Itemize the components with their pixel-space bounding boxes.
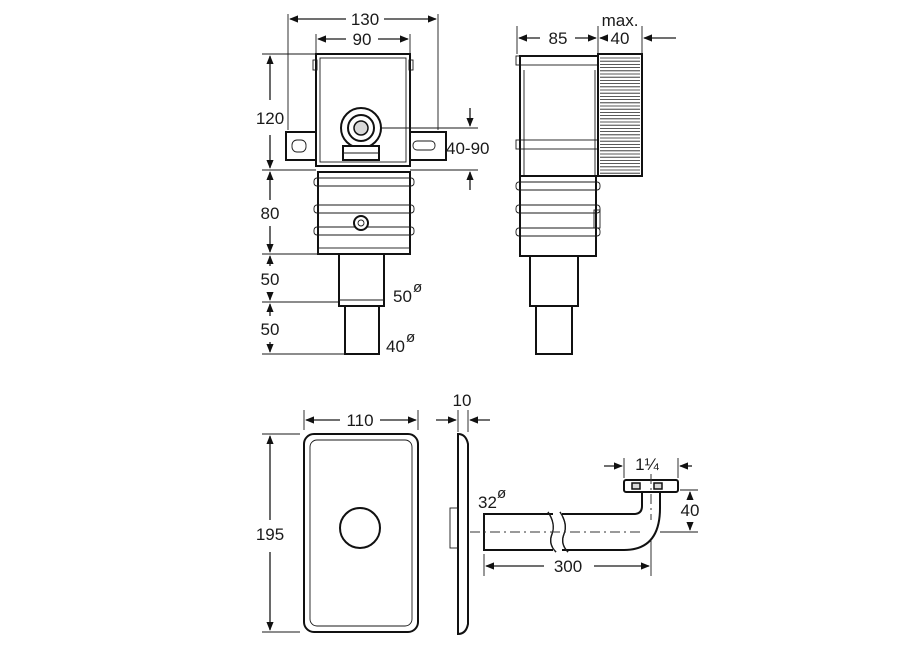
dim-pipe-height: 40 <box>681 501 700 520</box>
dim-pipe-length: 300 <box>554 557 582 576</box>
dia-symbol-lower: ø <box>406 329 415 346</box>
dim-pipe-thread: 1¼ <box>635 455 659 474</box>
dim-front-width-outer: 130 <box>351 10 379 29</box>
dim-front-height-pipe2: 50 <box>261 320 280 339</box>
dim-side-max-value: 40 <box>611 29 630 48</box>
dim-cover-height: 195 <box>256 525 284 544</box>
side-pipe-40 <box>535 305 573 355</box>
pipe-bend <box>483 487 661 551</box>
dim-side-max-label: max. <box>602 11 639 30</box>
dim-front-width-inner: 90 <box>353 30 372 49</box>
side-view: 85 max. 40 <box>515 11 676 355</box>
front-view: 130 90 120 80 50 50 40-90 50 ø 40 <box>256 10 490 356</box>
cover-plate-hole <box>339 507 381 549</box>
pipe-dia-symbol: ø <box>497 485 506 502</box>
front-pipe-40 <box>344 305 380 355</box>
front-pipe-50 <box>338 253 385 307</box>
side-trap-body <box>519 175 597 257</box>
cover-plate-view: 110 195 10 <box>256 391 490 636</box>
side-ribbed-extension <box>597 53 643 177</box>
dim-side-depth: 85 <box>549 29 568 48</box>
side-pipe-50 <box>529 255 579 307</box>
dim-front-height-mid: 80 <box>261 204 280 223</box>
pipe-bend-view: 300 1¼ 40 32 ø <box>470 455 699 576</box>
dim-front-range: 40-90 <box>446 139 489 158</box>
side-box <box>519 55 599 177</box>
dim-front-dia-lower: 40 <box>386 337 405 356</box>
dim-front-height-box: 120 <box>256 109 284 128</box>
dia-symbol-upper: ø <box>413 279 422 296</box>
dim-cover-width: 110 <box>346 411 373 430</box>
dim-front-height-pipe1: 50 <box>261 270 280 289</box>
dim-pipe-diameter: 32 <box>478 493 497 512</box>
dim-front-dia-upper: 50 <box>393 287 412 306</box>
cover-plate-profile <box>457 432 469 636</box>
dim-cover-thickness: 10 <box>453 391 472 410</box>
